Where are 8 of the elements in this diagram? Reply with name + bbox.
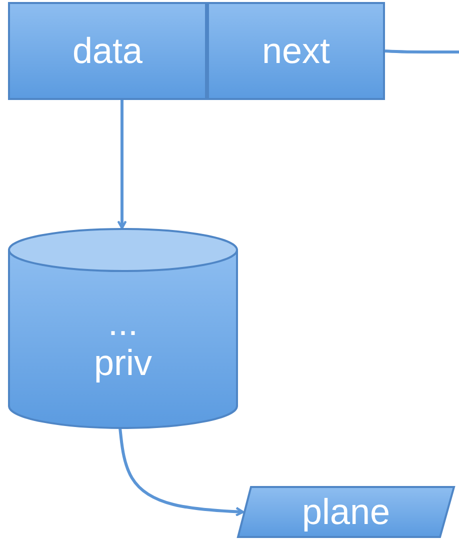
- node-label: next: [262, 31, 330, 71]
- node-label: data: [72, 31, 143, 71]
- field-box: [207, 2, 385, 100]
- arrow: [117, 100, 127, 230]
- node-label: plane: [302, 492, 390, 532]
- field-box: [8, 2, 207, 100]
- arrow: [118, 428, 244, 516]
- data-parallelogram: [237, 486, 455, 538]
